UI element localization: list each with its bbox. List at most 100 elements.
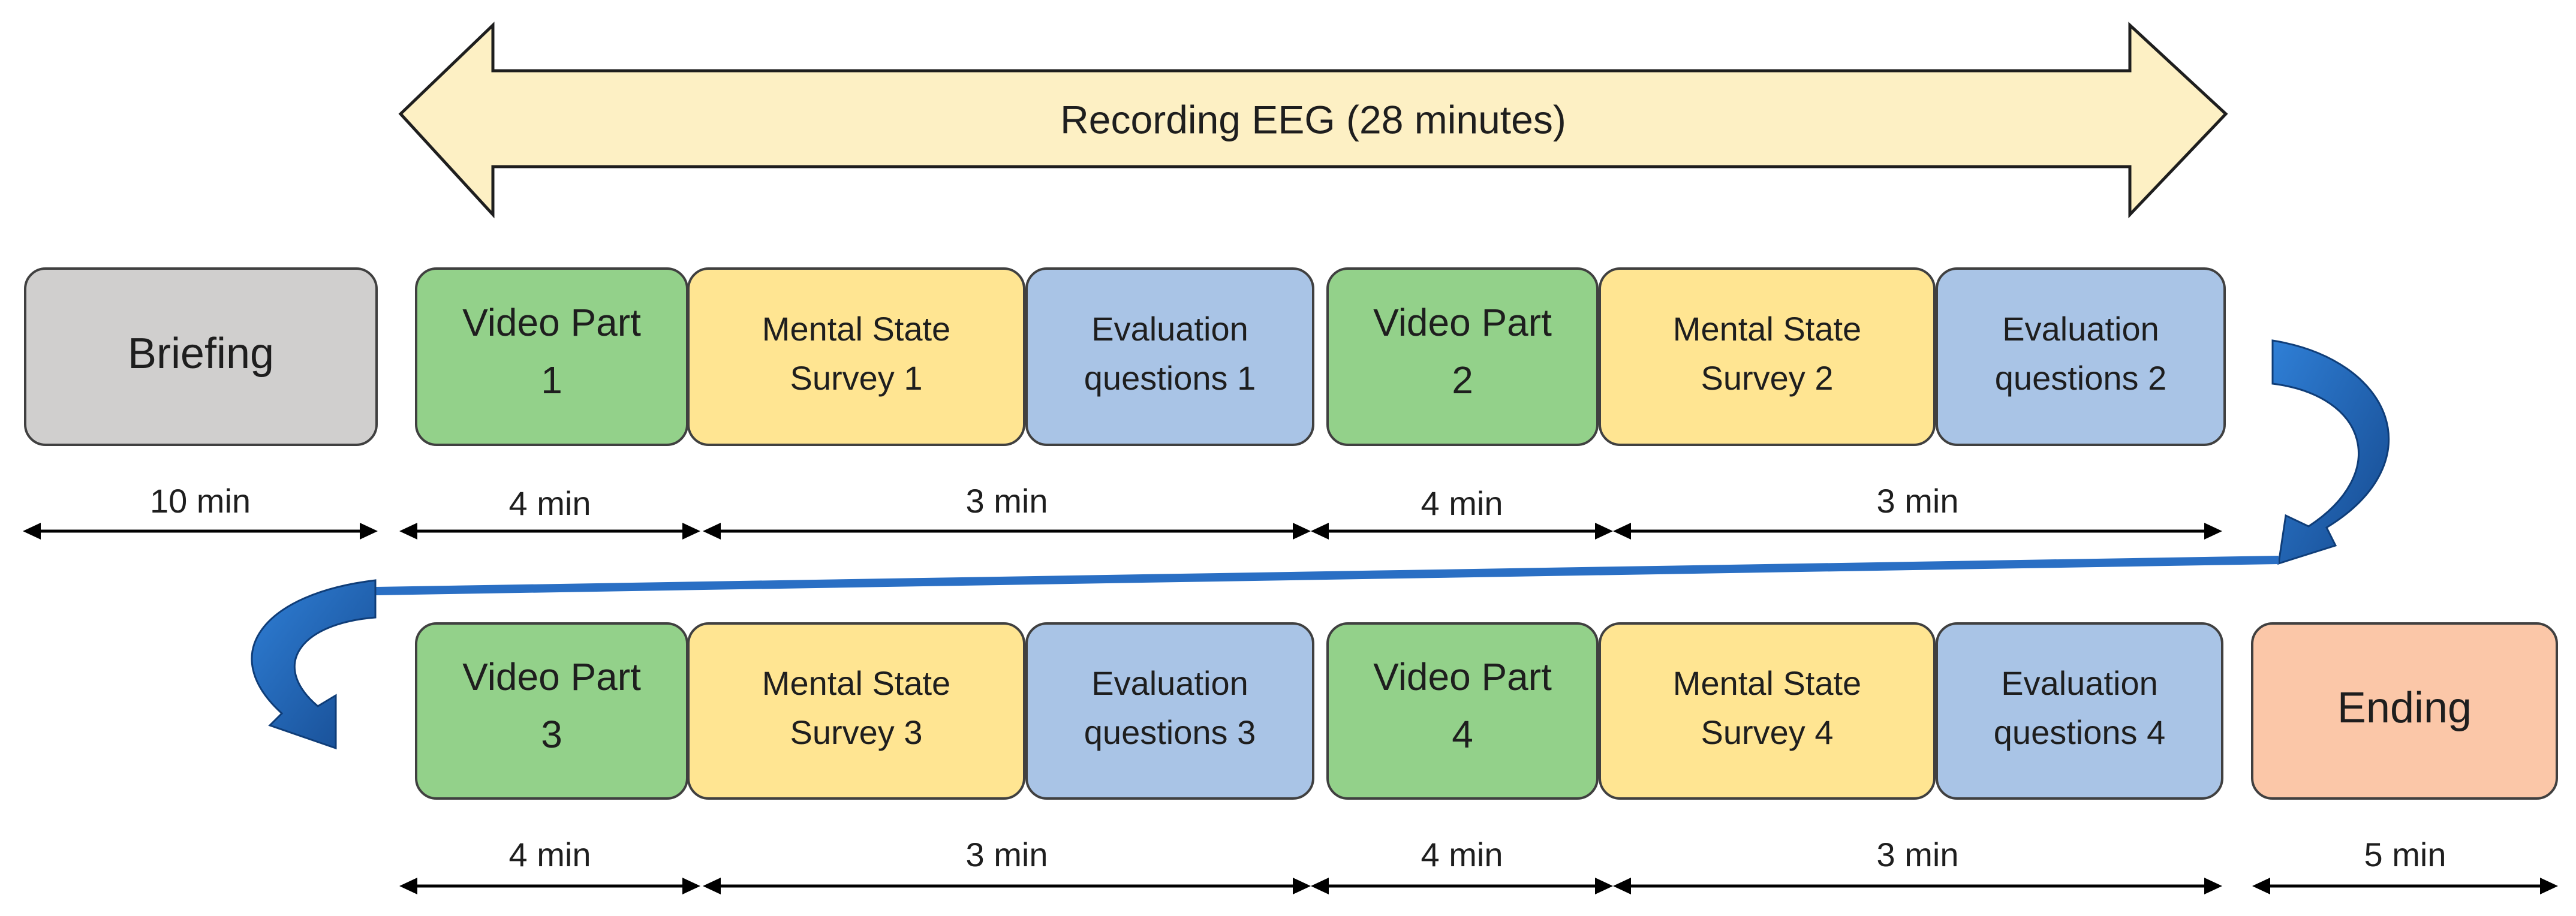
mental-state-survey-4-label-line-2: Survey 4 <box>1701 713 1834 751</box>
arrowhead-left-icon <box>1311 523 1329 540</box>
recording-eeg-label: Recording EEG (28 minutes) <box>1060 97 1566 141</box>
arrowhead-right-icon <box>1595 878 1613 894</box>
mental-state-survey-3-label-line-1: Mental State <box>762 664 950 702</box>
duration-arrow-row1-1: 10 min <box>23 482 378 540</box>
video-part-4-box-shape <box>1326 622 1599 800</box>
arrowhead-left-icon <box>1311 878 1329 894</box>
video-part-2-box: Video Part 2 <box>1326 267 1599 446</box>
arrowhead-right-icon <box>1293 878 1311 894</box>
duration-label: 4 min <box>509 836 591 873</box>
mental-state-survey-3-label-line-2: Survey 3 <box>790 713 923 751</box>
recording-eeg-double-arrow <box>398 22 2228 219</box>
mental-state-survey-1-box-shape <box>687 267 1025 446</box>
mental-state-survey-1-label-line-1: Mental State <box>762 310 950 348</box>
evaluation-questions-2-label-line-1: Evaluation <box>2002 310 2159 348</box>
arrowhead-right-icon <box>1595 523 1613 540</box>
evaluation-questions-4-box-shape <box>1936 622 2223 800</box>
evaluation-questions-4-box: Evaluation questions 4 <box>1936 622 2223 800</box>
briefing-label: Briefing <box>128 330 274 378</box>
evaluation-questions-1-label-line-2: questions 1 <box>1084 359 1256 397</box>
mental-state-survey-3-box-shape <box>687 622 1025 800</box>
evaluation-questions-2-box-shape <box>1936 267 2226 446</box>
duration-arrow-row2-1: 4 min <box>399 836 700 894</box>
video-part-4-label-line-1: Video Part <box>1373 655 1552 698</box>
mental-state-survey-4-label-line-1: Mental State <box>1673 664 1861 702</box>
evaluation-questions-4-label-line-2: questions 4 <box>1994 713 2165 751</box>
duration-arrow-row1-2: 4 min <box>399 484 700 540</box>
mental-state-survey-2-label-line-1: Mental State <box>1673 310 1861 348</box>
video-part-4-box: Video Part 4 <box>1326 622 1599 800</box>
duration-arrow-row2-5: 5 min <box>2252 836 2558 894</box>
arrowhead-left-icon <box>23 523 41 540</box>
mental-state-survey-4-box-shape <box>1599 622 1936 800</box>
video-part-3-label-line-2: 3 <box>541 713 562 756</box>
row-transition-line <box>375 556 2279 595</box>
video-part-3-box: Video Part 3 <box>415 622 688 800</box>
video-part-1-box-shape <box>415 267 688 446</box>
video-part-3-label-line-1: Video Part <box>462 655 641 698</box>
duration-label: 10 min <box>150 482 251 520</box>
arrowhead-left-icon <box>399 523 417 540</box>
ending-label: Ending <box>2337 684 2472 732</box>
arrowhead-right-icon <box>360 523 378 540</box>
evaluation-questions-3-box-shape <box>1025 622 1314 800</box>
curved-arrow-right-icon <box>2271 339 2390 565</box>
arrowhead-right-icon <box>2204 878 2222 894</box>
mental-state-survey-2-box-shape <box>1599 267 1936 446</box>
arrowhead-right-icon <box>2540 878 2558 894</box>
duration-arrow-row1-3: 3 min <box>703 482 1311 540</box>
duration-arrows: 10 min 4 min 3 min 4 min 3 min 4 min 3 min 4 mi… <box>23 482 2558 894</box>
arrowhead-left-icon <box>703 523 721 540</box>
arrowhead-left-icon <box>2252 878 2270 894</box>
arrowhead-left-icon <box>703 878 721 894</box>
ending-box-shape <box>2251 622 2558 800</box>
evaluation-questions-1-box-shape <box>1025 267 1314 446</box>
video-part-2-box-shape <box>1326 267 1599 446</box>
duration-label: 3 min <box>966 836 1048 873</box>
briefing-box-shape <box>24 267 378 446</box>
duration-arrow-row2-3: 4 min <box>1311 836 1613 894</box>
duration-arrow-row1-4: 4 min <box>1311 484 1613 540</box>
row-transition-connector <box>251 339 2390 750</box>
arrowhead-right-icon <box>682 523 700 540</box>
video-part-2-label-line-1: Video Part <box>1373 301 1552 344</box>
evaluation-questions-4-label-line-1: Evaluation <box>2001 664 2158 702</box>
duration-label: 3 min <box>1877 482 1959 520</box>
arrowhead-left-icon <box>1613 523 1631 540</box>
arrowhead-right-icon <box>682 878 700 894</box>
video-part-3-box-shape <box>415 622 688 800</box>
evaluation-questions-3-box: Evaluation questions 3 <box>1025 622 1314 800</box>
video-part-4-label-line-2: 4 <box>1452 713 1473 756</box>
duration-arrow-row2-4: 3 min <box>1613 836 2222 894</box>
curved-arrow-left-icon <box>251 579 377 750</box>
video-part-2-label-line-2: 2 <box>1452 358 1473 402</box>
video-part-1-label-line-1: Video Part <box>462 301 641 344</box>
duration-label: 4 min <box>1421 836 1503 873</box>
duration-arrow-row2-2: 3 min <box>703 836 1311 894</box>
arrowhead-left-icon <box>1613 878 1631 894</box>
duration-label: 3 min <box>1877 836 1959 873</box>
mental-state-survey-1-label-line-2: Survey 1 <box>790 359 923 397</box>
evaluation-questions-1-label-line-1: Evaluation <box>1091 310 1248 348</box>
duration-label: 4 min <box>509 484 591 522</box>
arrowhead-right-icon <box>2204 523 2222 540</box>
ending-box: Ending <box>2251 622 2558 800</box>
duration-label: 4 min <box>1421 484 1503 522</box>
duration-label: 3 min <box>966 482 1048 520</box>
evaluation-questions-2-label-line-2: questions 2 <box>1995 359 2166 397</box>
briefing-box: Briefing <box>24 267 378 446</box>
evaluation-questions-3-label-line-1: Evaluation <box>1091 664 1248 702</box>
evaluation-questions-1-box: Evaluation questions 1 <box>1025 267 1314 446</box>
evaluation-questions-3-label-line-2: questions 3 <box>1084 713 1256 751</box>
video-part-1-label-line-2: 1 <box>541 358 562 402</box>
evaluation-questions-2-box: Evaluation questions 2 <box>1936 267 2226 446</box>
arrowhead-right-icon <box>1293 523 1311 540</box>
video-part-1-box: Video Part 1 <box>415 267 688 446</box>
duration-arrow-row1-5: 3 min <box>1613 482 2222 540</box>
